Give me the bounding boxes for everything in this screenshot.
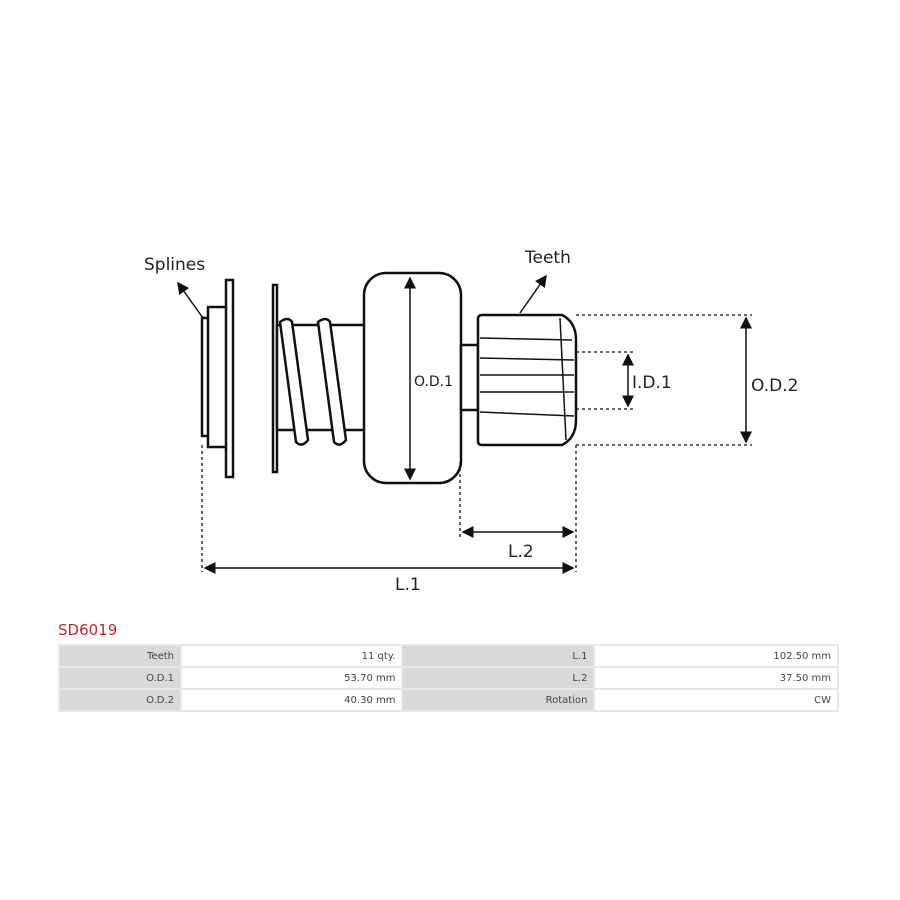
spring-coil — [278, 317, 310, 446]
id1-label: I.D.1 — [632, 373, 672, 393]
l1-label: L.1 — [395, 575, 421, 595]
spec-value: 102.50 mm — [595, 646, 837, 666]
neck — [459, 343, 480, 412]
spec-label: O.D.2 — [60, 690, 180, 710]
spec-value: 53.70 mm — [182, 668, 402, 688]
spec-label: L.2 — [403, 668, 594, 688]
spec-label: Teeth — [60, 646, 180, 666]
od1-label: O.D.1 — [414, 374, 453, 390]
spec-label: O.D.1 — [60, 668, 180, 688]
teeth-pointer — [519, 274, 547, 314]
product-code: SD6019 — [58, 621, 118, 639]
od2-label: O.D.2 — [751, 376, 798, 396]
pinion-teeth-lines — [479, 317, 575, 441]
collar — [206, 305, 229, 449]
splines-pointer — [177, 281, 204, 319]
table-row: O.D.1 53.70 mm L.2 37.50 mm — [60, 668, 837, 688]
spec-label: L.1 — [403, 646, 594, 666]
spec-value: 37.50 mm — [595, 668, 837, 688]
spec-value: 40.30 mm — [182, 690, 402, 710]
dimension-extension-lines — [201, 314, 752, 572]
spec-value: CW — [595, 690, 837, 710]
splines-label: Splines — [144, 255, 205, 275]
teeth-label: Teeth — [524, 248, 571, 268]
table-row: O.D.2 40.30 mm Rotation CW — [60, 690, 837, 710]
dimension-arrows — [177, 274, 752, 574]
spec-table: Teeth 11 qty. L.1 102.50 mm O.D.1 53.70 … — [58, 644, 839, 712]
spec-label: Rotation — [403, 690, 594, 710]
table-row: Teeth 11 qty. L.1 102.50 mm — [60, 646, 837, 666]
flange-plate — [224, 278, 235, 479]
spring-coil — [316, 317, 348, 446]
part-outline — [200, 271, 578, 485]
l2-label: L.2 — [508, 542, 534, 562]
spec-value: 11 qty. — [182, 646, 402, 666]
